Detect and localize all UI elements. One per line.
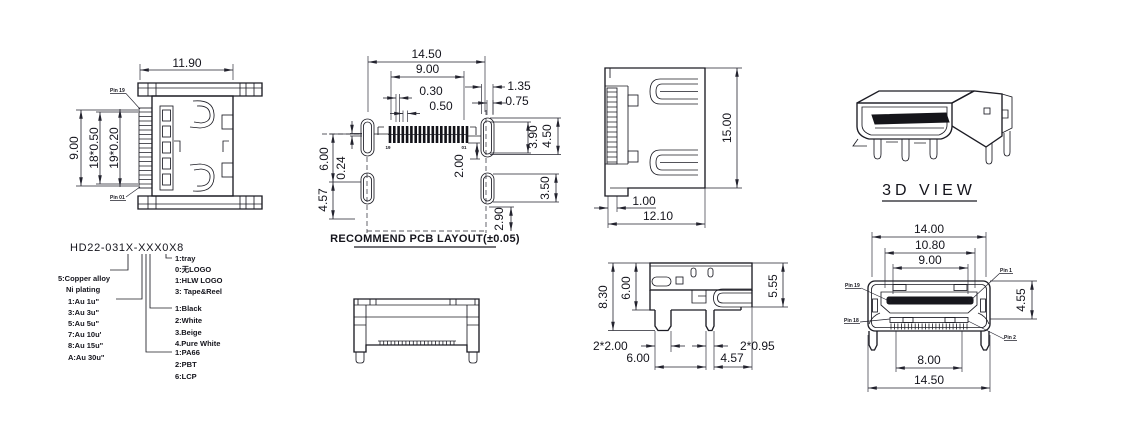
dim-b: 12.10 — [643, 209, 673, 223]
dim-body-width: 11.90 — [172, 56, 201, 70]
legend-plastic-2: 6:LCP — [175, 372, 197, 381]
dim-bv-s2: 4.57 — [720, 351, 744, 365]
fv-pin18-label: Pin 18 — [844, 318, 859, 324]
fv-pin1-label: Pin 1 — [1000, 268, 1012, 274]
dim-fv-t2: 10.80 — [915, 238, 945, 252]
dim-fv-d: 4.55 — [1014, 288, 1028, 312]
view-3d-caption: 3D VIEW — [882, 182, 976, 199]
legend-plastic-0: 1:PA66 — [175, 348, 200, 357]
dim-pad-width: 0.50 — [429, 99, 453, 113]
dim-total-width: 14.50 — [411, 47, 441, 61]
legend-packing-0: 1:tray — [175, 254, 196, 263]
pin19-label: Pin 19 — [110, 88, 125, 94]
dim-r5: 3.50 — [538, 176, 552, 200]
legend-material-0: 5:Copper alloy — [58, 274, 111, 283]
legend-material-2: 1:Au 1u" — [68, 297, 100, 306]
legend-color-3: 4.Pure White — [175, 339, 220, 348]
dim-l3: 4.57 — [316, 188, 330, 212]
dim-height: 15.00 — [720, 113, 734, 143]
legend-material-7: A:Au 30u" — [68, 353, 105, 362]
view-3d: 3D VIEW — [852, 90, 1013, 202]
dim-fv-t3: 9.00 — [918, 253, 942, 267]
legend-material-4: 5:Au 5u" — [68, 319, 100, 328]
view-front: 14.00 10.80 9.00 4.55 8.00 14.50 Pin 19 … — [844, 222, 1037, 392]
dim-pin-span: 9.00 — [67, 136, 81, 160]
pcb-pin19: 19 — [385, 145, 391, 150]
view-bottom: 8.30 6.00 5.55 2*2.00 2*0.95 6.00 4.57 — [593, 262, 788, 370]
dim-r1: 1.35 — [507, 79, 531, 93]
fv-pin19-label: Pin 19 — [845, 283, 860, 289]
dim-l2: 0.24 — [334, 156, 348, 180]
dim-bv-legs-r: 2*0.95 — [740, 339, 775, 353]
dim-fv-t1: 14.00 — [914, 222, 944, 236]
legend-color-2: 3.Beige — [175, 328, 202, 337]
pcb-caption: RECOMMEND PCB LAYOUT(±0.05) — [330, 233, 520, 245]
legend-material-3: 3:Au 3u" — [68, 308, 100, 317]
dim-bv-legs-l: 2*2.00 — [593, 339, 628, 353]
fv-pin2-label: Pin 2 — [1004, 335, 1016, 341]
view-side-profile: 11.90 9.00 18*0.50 19*0.20 Pin 19 Pin 01 — [67, 56, 263, 210]
dim-r4: 4.50 — [540, 124, 554, 148]
dim-a: 1.00 — [632, 194, 656, 208]
dim-r3: 3.90 — [526, 125, 540, 149]
dim-fv-e: 8.00 — [917, 353, 941, 367]
legend-packing-3: 3: Tape&Reel — [175, 287, 222, 296]
legend-material-6: 8:Au 15u" — [68, 341, 104, 350]
dim-bv-l2: 6.00 — [619, 276, 633, 300]
legend-color-1: 2:White — [175, 316, 202, 325]
legend-material-5: 7:Au 10u' — [68, 330, 102, 339]
view-rear — [353, 298, 480, 364]
view-side-right: 15.00 1.00 12.10 — [594, 67, 742, 228]
legend-plastic-1: 2:PBT — [175, 360, 197, 369]
dim-r2: 0.75 — [505, 94, 529, 108]
pin01-label: Pin 01 — [110, 195, 125, 201]
dim-mid: 2.00 — [452, 154, 466, 178]
legend-color-0: 1:Black — [175, 304, 203, 313]
dim-bv-r1: 5.55 — [766, 274, 780, 298]
pcb-pin01: 01 — [461, 145, 467, 150]
part-code-block: HD22-031X-XXX0X8 5:Copper alloy Ni plati… — [58, 242, 223, 381]
part-number: HD22-031X-XXX0X8 — [70, 242, 184, 254]
dim-fv-f: 14.50 — [914, 373, 944, 387]
dim-pad-gap: 0.30 — [419, 84, 443, 98]
dim-r6: 2.90 — [492, 207, 506, 231]
dim-pitch-a: 18*0.50 — [87, 127, 101, 169]
dim-pitch-b: 19*0.20 — [107, 127, 121, 169]
legend-packing-2: 1:HLW LOGO — [175, 276, 223, 285]
dim-bv-s1: 6.00 — [626, 351, 650, 365]
legend-packing-1: 0:无LOGO — [175, 265, 211, 274]
dim-row-width: 9.00 — [416, 62, 440, 76]
dim-bv-l1: 8.30 — [596, 285, 610, 309]
dim-l1: 6.00 — [317, 147, 331, 171]
view-pcb-layout: 19 01 14.50 9.00 0.30 0.50 1.35 0.75 — [316, 47, 561, 248]
legend-material-1: Ni plating — [66, 285, 101, 294]
